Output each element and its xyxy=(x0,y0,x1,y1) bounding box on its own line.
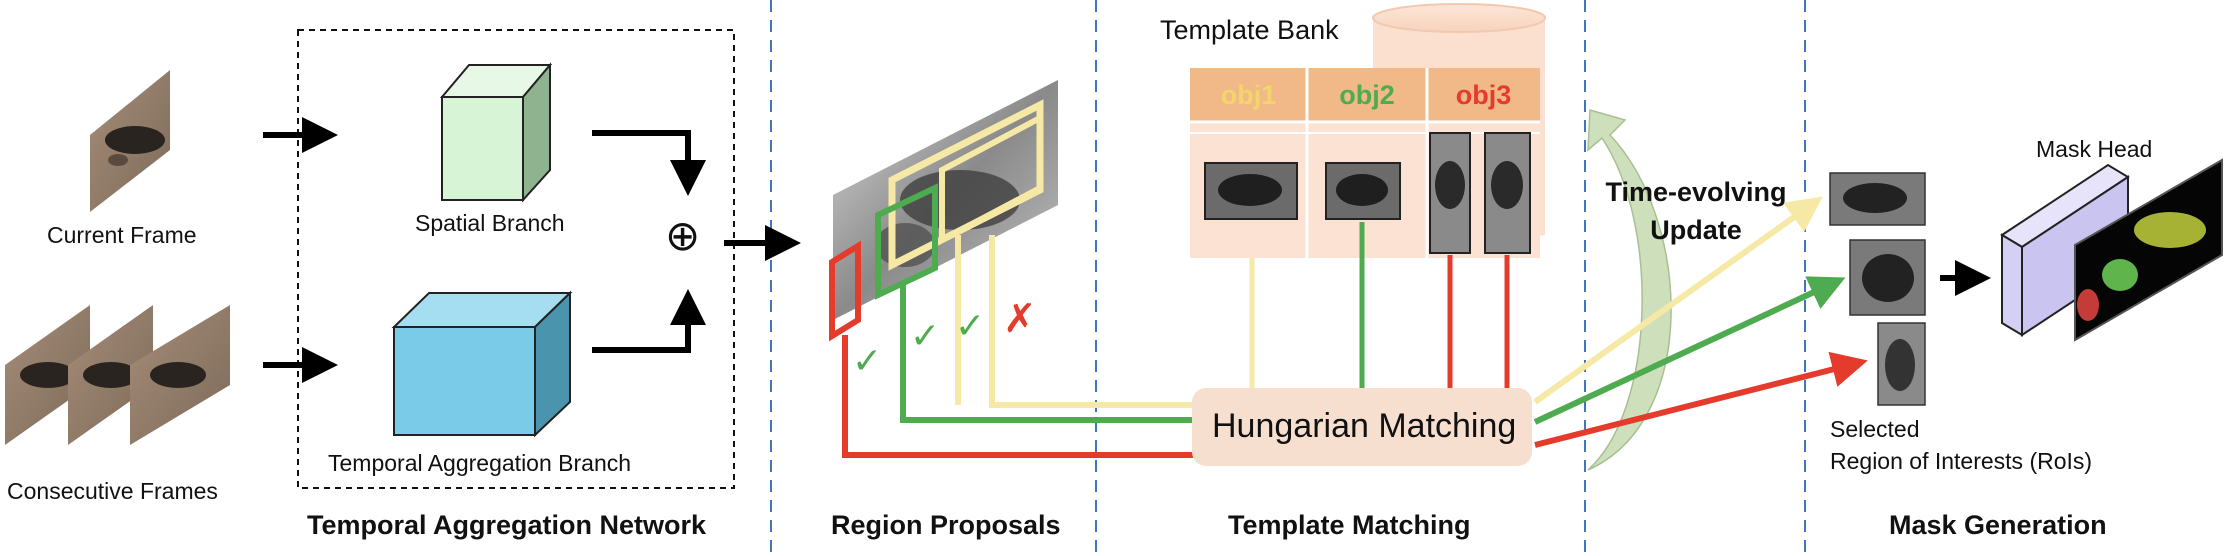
proposal-mark-2: ✓ xyxy=(910,315,941,356)
temporal-branch-label: Temporal Aggregation Branch xyxy=(328,450,632,476)
selected-rois-label-line2: Region of Interests (RoIs) xyxy=(1830,448,2093,474)
temporal-branch-cube xyxy=(391,290,573,438)
aggregation-symbol: ⊕ xyxy=(665,212,701,259)
section-title-template-matching: Template Matching xyxy=(1228,510,1471,540)
template-obj1-label: obj1 xyxy=(1220,80,1277,110)
spatial-branch-label: Spatial Branch xyxy=(415,210,565,236)
matching-lines xyxy=(842,222,1510,458)
spatial-to-sum-arrow xyxy=(592,130,706,196)
current-frame-image xyxy=(90,70,170,212)
section-title-region-proposals: Region Proposals xyxy=(831,510,1061,540)
consecutive-frames-image xyxy=(5,305,230,445)
section-title-mask-generation: Mask Generation xyxy=(1889,510,2107,540)
hungarian-matching-box xyxy=(1192,388,1532,466)
section-title-temporal-network: Temporal Aggregation Network xyxy=(307,510,707,540)
spatial-branch-cube xyxy=(439,62,553,203)
template-obj3-label: obj3 xyxy=(1455,80,1512,110)
proposal-mark-3: ✓ xyxy=(955,305,986,346)
section-separators xyxy=(770,0,1806,556)
hungarian-matching-label: Hungarian Matching xyxy=(1212,407,1517,445)
selected-rois-label-line1: Selected xyxy=(1830,416,1920,442)
temporal-to-sum-arrow xyxy=(592,289,706,353)
proposal-boxes xyxy=(829,99,1044,342)
template-bank-label: Template Bank xyxy=(1160,15,1339,45)
time-evolving-label-line2: Update xyxy=(1650,215,1742,245)
proposal-mark-4: ✗ xyxy=(1003,297,1037,341)
mask-output-image xyxy=(2074,158,2223,342)
temporal-network-box xyxy=(297,29,735,489)
output-arrows xyxy=(1533,196,1868,448)
time-evolving-arrow xyxy=(1587,109,1672,471)
proposal-mark-1: ✓ xyxy=(852,340,883,381)
current-frame-label: Current Frame xyxy=(47,222,197,248)
consecutive-frames-label: Consecutive Frames xyxy=(7,478,218,504)
selected-rois xyxy=(1829,172,1926,406)
mask-head-label: Mask Head xyxy=(2036,136,2153,162)
template-obj2-label: obj2 xyxy=(1339,80,1395,110)
template-thumbnails xyxy=(1204,132,1531,254)
time-evolving-label-line1: Time-evolving xyxy=(1605,177,1787,207)
